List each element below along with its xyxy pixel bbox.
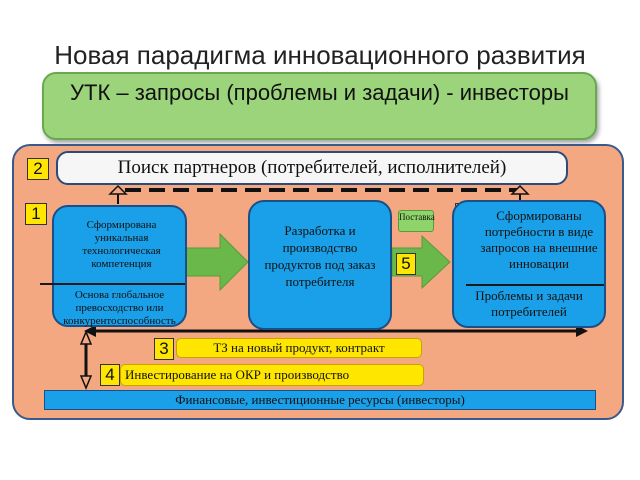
supply-label: Поставка: [398, 210, 435, 232]
investment-stripe: Инвестирование на ОКР и производство: [120, 364, 424, 386]
needs-box: Сформированы потребности в виде запросов…: [452, 200, 606, 328]
arrow-to-production-icon: [185, 232, 249, 292]
arrow-supply-icon: [391, 234, 451, 290]
badge-3: 3: [154, 338, 174, 360]
tz-stripe: ТЗ на новый продукт, контракт: [176, 338, 422, 358]
slide-title: Новая парадигма инновационного развития: [54, 40, 586, 70]
production-box: Разработка и производство продуктов под …: [248, 200, 392, 330]
competence-text: Сформирована уникальная технологическая …: [82, 219, 161, 270]
badge-4: 4: [100, 364, 120, 386]
badge-1-left: 1: [25, 203, 47, 225]
superiority-text: Основа глобальное превосходство или конк…: [63, 289, 176, 327]
triangle-left-icon: [108, 184, 128, 195]
competence-box: Сформирована уникальная технологическая …: [40, 205, 187, 327]
badge-5: 5: [396, 253, 416, 275]
consumer-problems-text: Проблемы и задачи потребителей: [475, 288, 583, 319]
search-partners-pill: Поиск партнеров (потребителей, исполните…: [56, 151, 568, 185]
financial-resources-bar: Финансовые, инвестиционные ресурсы (инве…: [44, 390, 596, 410]
badge-2: 2: [27, 158, 49, 180]
needs-text: Сформированы потребности в виде запросов…: [480, 208, 598, 271]
utk-banner: УТК – запросы (проблемы и задачи) - инве…: [42, 72, 597, 140]
